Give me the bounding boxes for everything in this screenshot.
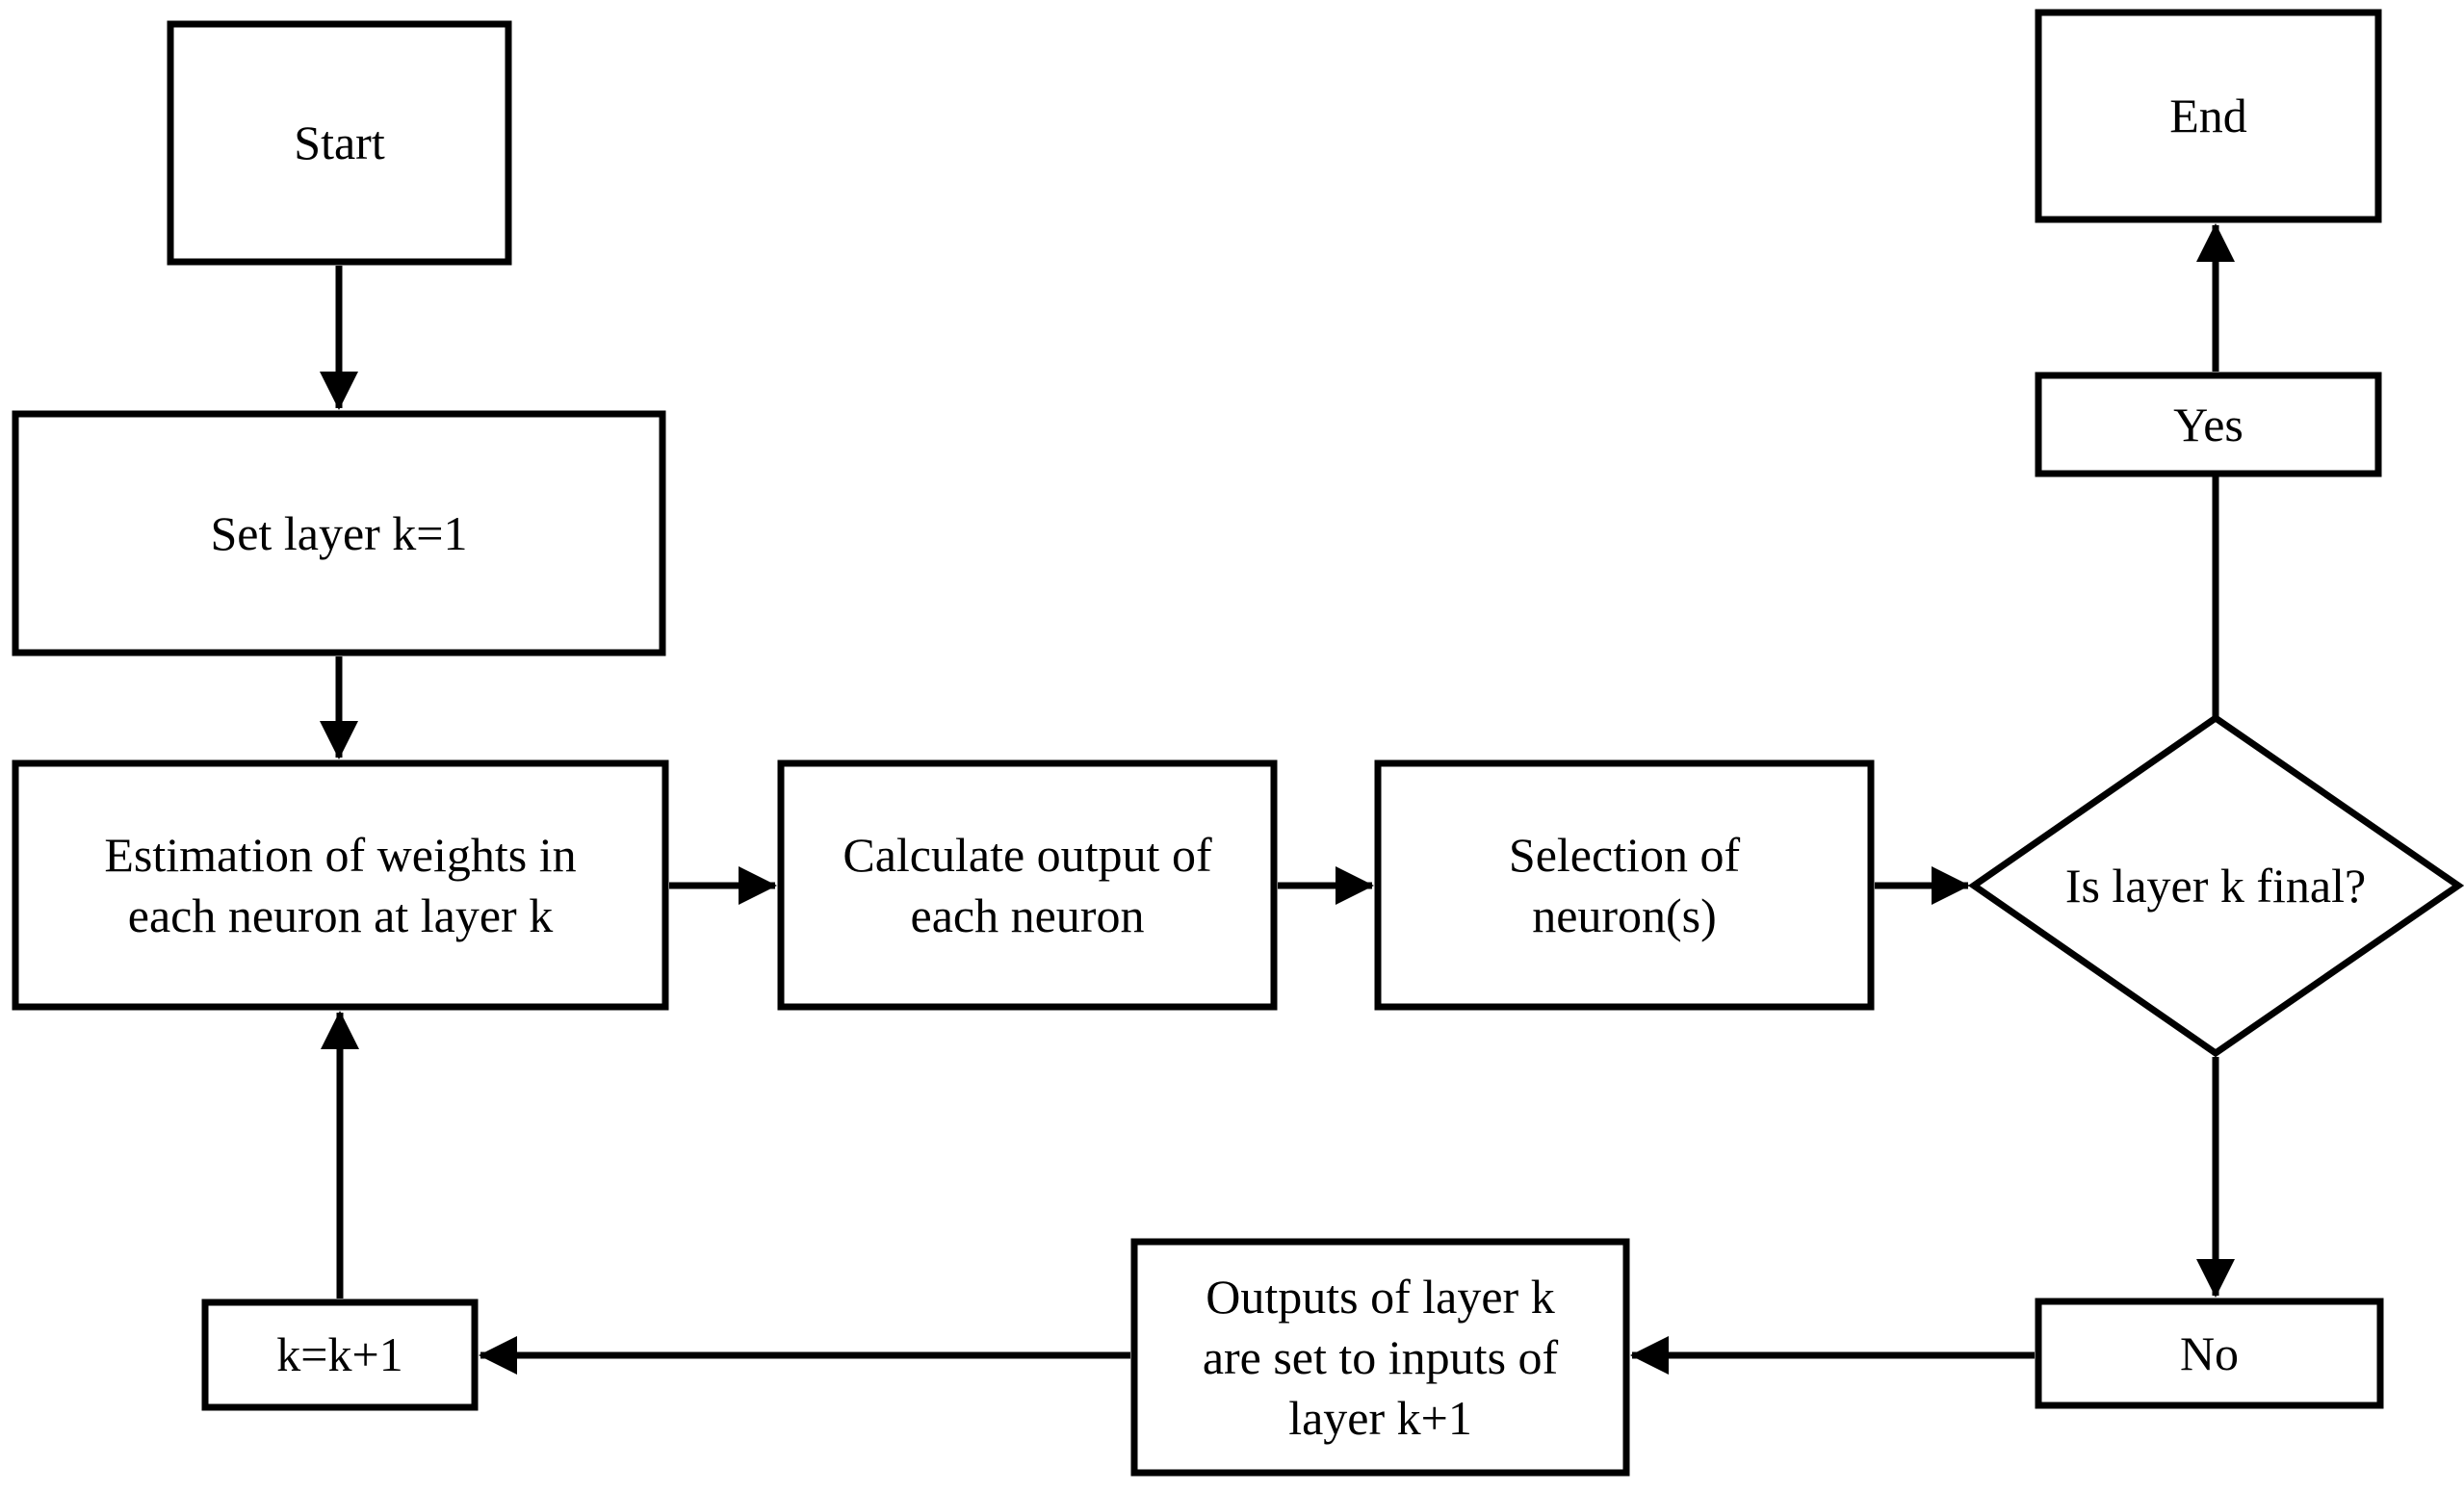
estimation-node-label: Estimation of weights in each neuron at …	[104, 827, 577, 942]
outputs-node-label: Outputs of layer k are set to inputs of …	[1202, 1269, 1559, 1445]
yes-node-label: Yes	[2173, 397, 2244, 451]
set-layer-node-label: Set layer k=1	[210, 505, 468, 560]
selection-node-box	[1374, 759, 1875, 1011]
selection-node-label: Selection of neuron(s)	[1508, 827, 1741, 942]
no-node-box	[2035, 1298, 2384, 1409]
yes-node-box	[2035, 372, 2382, 477]
decision-diamond	[1967, 713, 2464, 1058]
calculate-node-box	[777, 759, 1278, 1011]
outputs-node-box	[1130, 1238, 1630, 1477]
start-node-label: Start	[294, 116, 385, 169]
end-node-label: End	[2169, 89, 2247, 142]
set-layer-node-box	[12, 410, 666, 656]
end-node-box	[2035, 9, 2382, 223]
start-node-box	[167, 20, 512, 266]
no-node-label: No	[2179, 1325, 2240, 1380]
increment-node-label: k=k+1	[276, 1327, 403, 1381]
calculate-node-label: Calculate output of each neuron	[843, 827, 1212, 942]
increment-node-box	[201, 1299, 479, 1411]
estimation-node-box	[12, 759, 669, 1011]
decision-node-label: Is layer k final?	[2064, 858, 2367, 913]
